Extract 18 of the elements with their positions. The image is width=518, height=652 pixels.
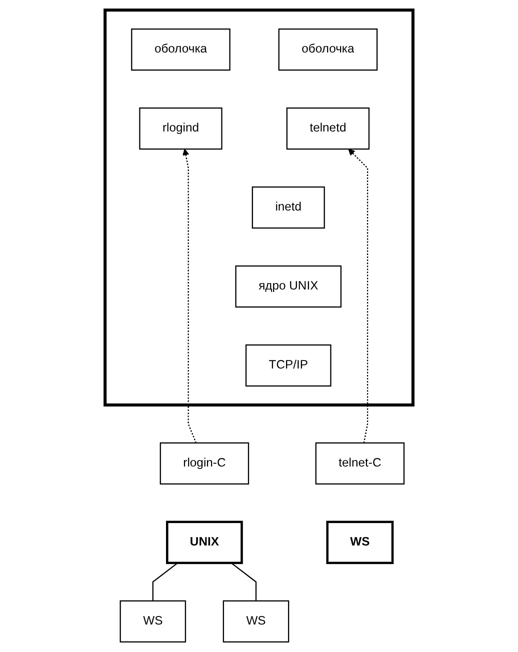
- arrow: [348, 148, 368, 444]
- node-box: [286, 107, 370, 150]
- connector: [230, 562, 257, 601]
- node-box: [252, 186, 325, 229]
- node-box: [120, 600, 186, 642]
- connector: [152, 562, 178, 601]
- node-box: [326, 520, 394, 564]
- node-box: [315, 442, 405, 485]
- node-box: [160, 442, 250, 485]
- node-box: [235, 265, 342, 308]
- node-box: [278, 28, 378, 71]
- cluster: [104, 8, 414, 406]
- node-box: [222, 600, 290, 642]
- node-box: [131, 28, 230, 71]
- arrow: [182, 148, 197, 444]
- node-box: [166, 520, 243, 564]
- node-box: [139, 107, 222, 150]
- node-box: [245, 344, 332, 387]
